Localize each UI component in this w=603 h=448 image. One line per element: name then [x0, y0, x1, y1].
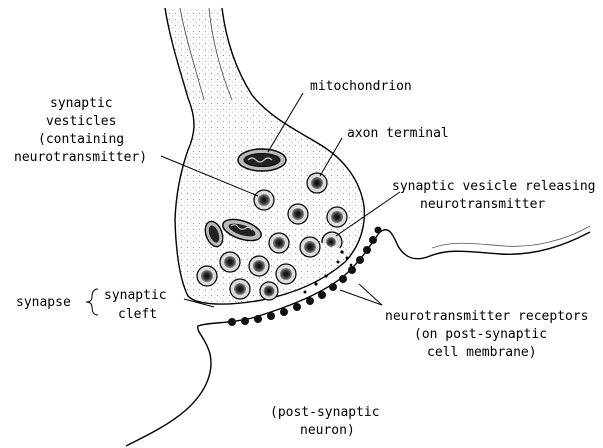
- receptors-leader-1: [340, 290, 382, 305]
- label-post-synaptic-line1: (post-synaptic: [270, 405, 380, 420]
- label-cleft-line2: cleft: [118, 307, 157, 322]
- label-mitochondrion: mitochondrion: [310, 79, 412, 94]
- label-post-synaptic-line2: neuron): [300, 423, 355, 438]
- label-synapse: synapse: [16, 295, 71, 310]
- receptors-leader-2: [359, 284, 382, 305]
- synapse-bracket: [86, 289, 98, 315]
- label-releasing-line2: neurotransmitter: [420, 197, 545, 212]
- label-vesicles-line2: vesticles: [46, 114, 116, 129]
- label-releasing-line1: synaptic vesicle releasing: [392, 179, 596, 194]
- label-axon-terminal: axon terminal: [347, 126, 449, 141]
- label-vesicles-line4: neurotransmitter): [14, 150, 147, 165]
- label-vesicles-line1: synaptic: [50, 96, 113, 111]
- label-receptors-line1: neurotransmitter receptors: [385, 309, 589, 324]
- mitochondrion-top: [238, 149, 286, 171]
- label-receptors-line3: cell membrane): [427, 345, 537, 360]
- label-cleft-line1: synaptic: [104, 288, 167, 303]
- label-vesicles-line3: (containing: [38, 132, 124, 147]
- label-receptors-line2: (on post-synaptic: [414, 327, 547, 342]
